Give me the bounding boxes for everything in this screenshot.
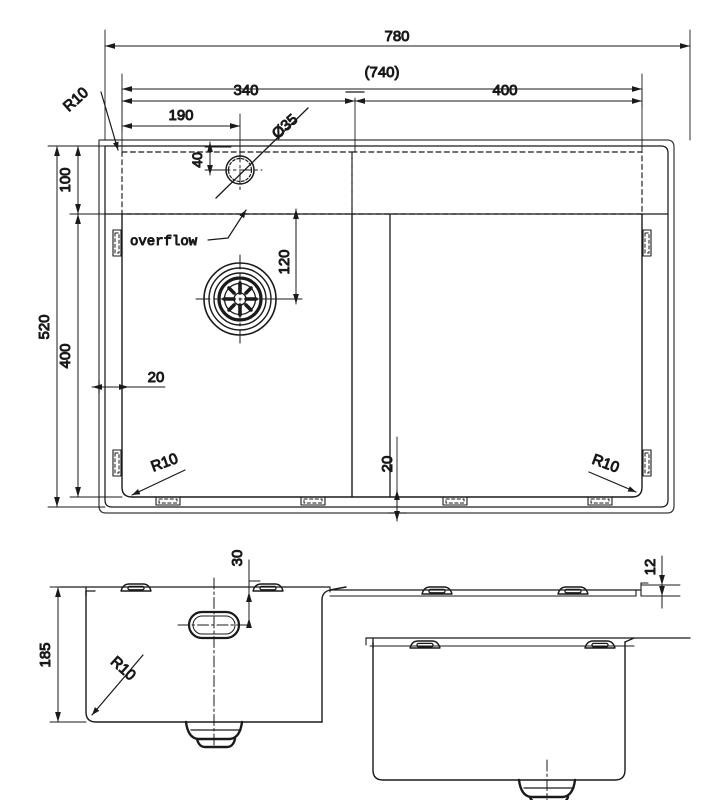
dim-overflow-30	[246, 559, 261, 628]
dim-label-520: 520	[36, 314, 53, 339]
tap-hole-plan	[215, 107, 309, 199]
dim-bowl-height-185	[49, 586, 87, 723]
dim-label-12: 12	[642, 559, 659, 576]
dim-label-120: 120	[276, 249, 293, 274]
dim-label-r10-top-left: R10	[60, 84, 92, 115]
dim-label-tap-diameter: Ø35	[269, 111, 301, 143]
section-left-tabs	[120, 583, 589, 595]
dim-label-100: 100	[57, 167, 74, 192]
dim-label-780: 780	[384, 28, 409, 45]
dim-label-185: 185	[37, 642, 54, 667]
dim-rim-thickness-12	[640, 555, 681, 609]
dim-overall-width-780	[104, 29, 691, 141]
bowl-walls	[104, 213, 669, 498]
leader-overflow	[207, 209, 247, 241]
drain-section-left	[184, 720, 244, 749]
right-bowl-opening	[351, 151, 643, 215]
overflow-slot-section	[177, 577, 251, 749]
dim-label-400-width: 400	[492, 82, 517, 99]
dim-tap-offset-40	[204, 141, 232, 176]
dim-label-20-bottom: 20	[379, 456, 396, 473]
section-right-body	[365, 637, 691, 781]
dim-tap-offset-190	[121, 100, 241, 151]
dim-label-r10-bottom-right: R10	[590, 451, 622, 476]
section-left-body	[59, 582, 649, 723]
dim-label-r10-bottom-left: R10	[149, 450, 181, 475]
section-right-tabs	[409, 640, 616, 649]
dim-left-rim-20	[91, 380, 166, 394]
dim-bowl-depth-400	[69, 213, 123, 498]
dim-drain-offset-120	[257, 208, 303, 305]
dim-label-40: 40	[189, 152, 205, 168]
dim-bowl-widths	[121, 88, 643, 153]
dim-label-20-left: 20	[148, 369, 165, 386]
drain-section-right	[517, 759, 577, 800]
dim-label-400-depth: 400	[57, 343, 74, 368]
leader-r10-bottom-right	[588, 471, 637, 493]
label-overflow: overflow	[130, 234, 198, 250]
dim-label-740: (740)	[364, 64, 399, 81]
dim-label-r10-section: R10	[107, 653, 139, 684]
dim-overall-depth-520	[47, 145, 106, 508]
leader-r10-bottom-left	[131, 469, 186, 496]
dim-label-340: 340	[233, 82, 258, 99]
leader-r10-top-left	[100, 91, 119, 151]
dim-ledge-100	[69, 145, 123, 215]
dim-label-30: 30	[229, 550, 246, 567]
dim-bottom-rim-20	[387, 436, 407, 522]
leader-r10-section	[91, 654, 144, 716]
dim-label-190: 190	[168, 107, 193, 124]
plan-view-outline	[98, 139, 675, 514]
